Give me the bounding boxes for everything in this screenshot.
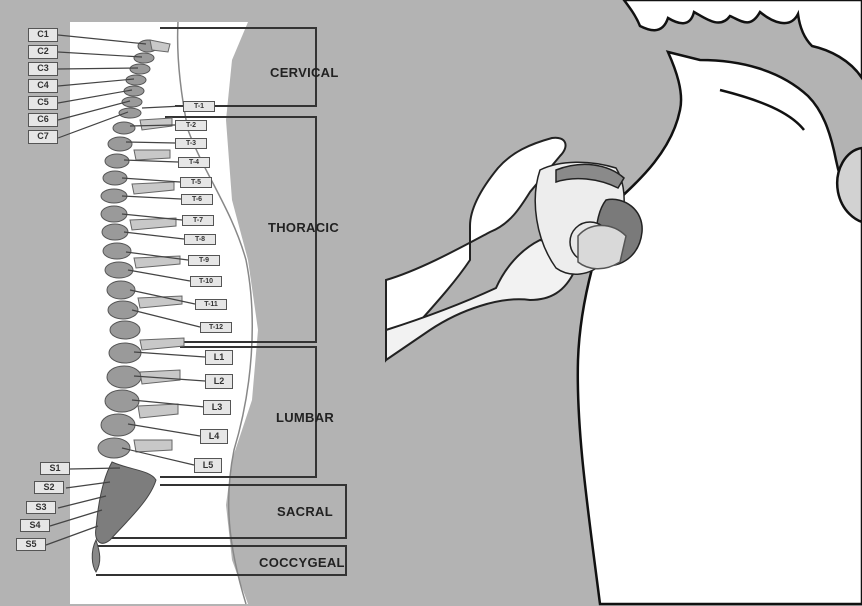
region-label-thoracic: THORACIC (268, 220, 339, 235)
region-label-sacral: SACRAL (277, 504, 333, 519)
vertebra-label-s2: S2 (34, 481, 64, 494)
vertebra-label-c6: C6 (28, 113, 58, 127)
vertebra-label-s3: S3 (26, 501, 56, 514)
vertebra-label-c4: C4 (28, 79, 58, 93)
vertebra-label-c5: C5 (28, 96, 58, 110)
vertebra-label-l1: L1 (205, 350, 233, 365)
vertebra-label-l5: L5 (194, 458, 222, 473)
vertebra-label-t7: T-7 (182, 215, 214, 226)
shoulder-device (535, 162, 642, 274)
vertebra-label-l3: L3 (203, 400, 231, 415)
vertebra-label-c7: C7 (28, 130, 58, 144)
vertebra-label-l2: L2 (205, 374, 233, 389)
patient-figure (578, 0, 862, 604)
vertebra-label-s4: S4 (20, 519, 50, 532)
vertebra-label-t6: T-6 (181, 194, 213, 205)
vertebra-label-t8: T-8 (184, 234, 216, 245)
vertebra-label-s1: S1 (40, 462, 70, 475)
vertebra-label-t11: T-11 (195, 299, 227, 310)
vertebra-label-t2: T-2 (175, 120, 207, 131)
vertebra-label-t10: T-10 (190, 276, 222, 287)
vertebra-label-c3: C3 (28, 62, 58, 76)
vertebra-label-c1: C1 (28, 28, 58, 42)
vertebra-label-t1: T-1 (183, 101, 215, 112)
vertebra-label-l4: L4 (200, 429, 228, 444)
vertebra-label-t4: T-4 (178, 157, 210, 168)
vertebra-label-t9: T-9 (188, 255, 220, 266)
vertebra-label-t12: T-12 (200, 322, 232, 333)
region-label-coccygeal: COCCYGEAL (259, 555, 345, 570)
vertebra-label-c2: C2 (28, 45, 58, 59)
region-label-lumbar: LUMBAR (276, 410, 334, 425)
region-label-cervical: CERVICAL (270, 65, 339, 80)
vertebra-label-s5: S5 (16, 538, 46, 551)
vertebra-label-t5: T-5 (180, 177, 212, 188)
vertebra-label-t3: T-3 (175, 138, 207, 149)
